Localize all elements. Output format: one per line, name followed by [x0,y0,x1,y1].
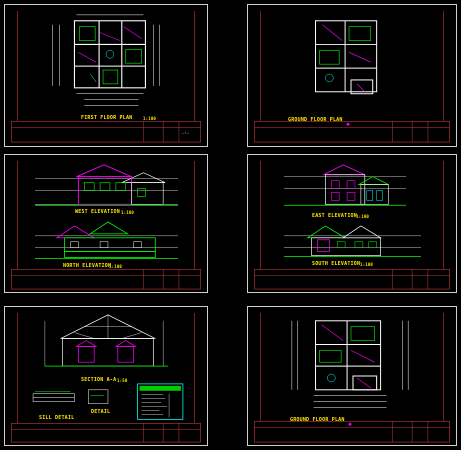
west-north-elevation-drawing [11,160,201,290]
ground-floor-plan-b-title: GROUND FLOOR PLAN [290,417,345,423]
first-floor-plan-scale: 1:100 [143,116,157,121]
section-scale: 1:50 [117,378,128,383]
west-elevation-scale: 1:100 [121,210,135,215]
ground-floor-plan-a-drawing [254,10,450,143]
sheet-section-details[interactable]: SECTION A-A 1:50 DETAIL SILL DETAIL [4,306,208,446]
north-elevation-scale: 1:100 [109,264,123,269]
south-elevation-title: SOUTH ELEVATION [312,261,361,267]
first-floor-plan-drawing: _,_ [11,10,201,143]
sheet-west-north-elevation[interactable]: WEST ELEVATION 1:100 NORTH ELEVATION 1:1… [4,154,208,293]
west-elevation-title: WEST ELEVATION [75,209,120,215]
sill-detail-title: SILL DETAIL [39,415,75,421]
section-details-drawing [11,312,201,443]
south-elevation-scale: 1:100 [360,262,374,267]
east-south-elevation-drawing [254,160,450,290]
sheet-first-floor-plan[interactable]: _,_ FIRST FLOOR PLAN 1:100 [4,4,208,147]
east-elevation-scale: 1:100 [356,214,370,219]
svg-text:_,_: _,_ [182,129,190,134]
sheet-ground-floor-plan-b[interactable]: GROUND FLOOR PLAN [247,306,457,446]
section-title: SECTION A-A [81,377,117,383]
north-elevation-title: NORTH ELEVATION [63,263,112,269]
sheet-ground-floor-plan-a[interactable]: GROUND FLOOR PLAN [247,4,457,147]
first-floor-plan-title: FIRST FLOOR PLAN [81,115,133,121]
ground-floor-plan-a-title: GROUND FLOOR PLAN [288,117,343,123]
detail-title: DETAIL [91,409,111,415]
east-elevation-title: EAST ELEVATION [312,213,357,219]
sheet-east-south-elevation[interactable]: EAST ELEVATION 1:100 SOUTH ELEVATION 1:1… [247,154,457,293]
ground-floor-plan-b-drawing [254,312,450,443]
